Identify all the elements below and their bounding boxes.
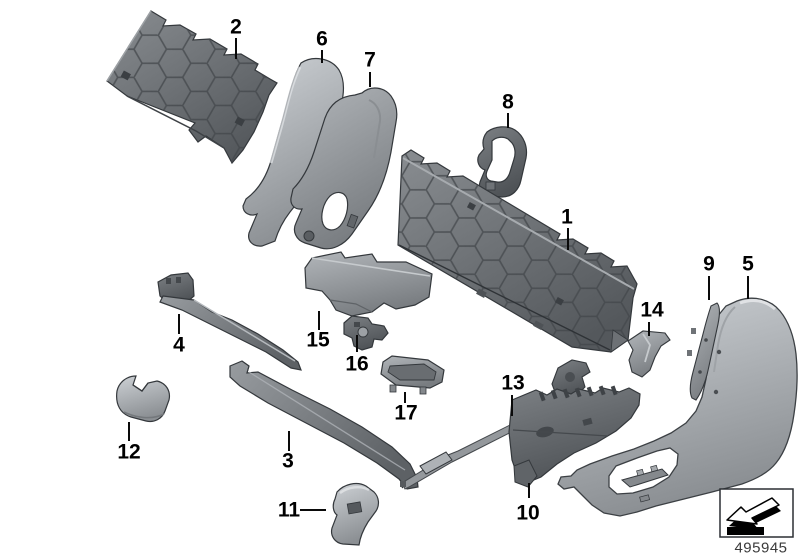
- callout-label-4[interactable]: 4: [173, 333, 185, 357]
- callout-label-8[interactable]: 8: [502, 90, 514, 114]
- thumbnail-nav-box[interactable]: [719, 488, 794, 538]
- callout-label-2[interactable]: 2: [230, 15, 242, 39]
- callout-label-7[interactable]: 7: [364, 48, 376, 72]
- callout-label-11[interactable]: 11: [277, 498, 301, 522]
- callout-label-1[interactable]: 1: [561, 205, 573, 229]
- callout-label-9[interactable]: 9: [703, 252, 715, 276]
- part-4[interactable]: [157, 272, 302, 371]
- leader-lines: [128, 38, 749, 511]
- callout-label-14[interactable]: 14: [640, 298, 664, 322]
- part-14[interactable]: [627, 330, 671, 378]
- part-6[interactable]: [242, 57, 344, 247]
- diagram-number: 495945: [734, 539, 788, 557]
- callout-label-13[interactable]: 13: [501, 371, 525, 395]
- callout-label-15[interactable]: 15: [306, 328, 330, 352]
- callout-label-3[interactable]: 3: [282, 449, 294, 473]
- part-9[interactable]: [687, 302, 720, 401]
- part-11[interactable]: [330, 482, 380, 546]
- page-arrow-icon: [726, 497, 781, 535]
- callout-label-6[interactable]: 6: [316, 27, 328, 51]
- part-16[interactable]: [343, 315, 389, 351]
- part-15[interactable]: [304, 251, 433, 317]
- callout-label-16[interactable]: 16: [345, 352, 369, 376]
- callout-label-10[interactable]: 10: [516, 501, 540, 525]
- part-8[interactable]: [477, 126, 528, 198]
- part-5[interactable]: [557, 297, 798, 517]
- part-7[interactable]: [290, 87, 398, 250]
- callout-label-12[interactable]: 12: [117, 440, 141, 464]
- part-10[interactable]: [508, 385, 641, 488]
- part-17[interactable]: [380, 355, 445, 395]
- part-12[interactable]: [116, 375, 171, 423]
- callout-label-5[interactable]: 5: [742, 252, 754, 276]
- callout-label-17[interactable]: 17: [394, 401, 418, 425]
